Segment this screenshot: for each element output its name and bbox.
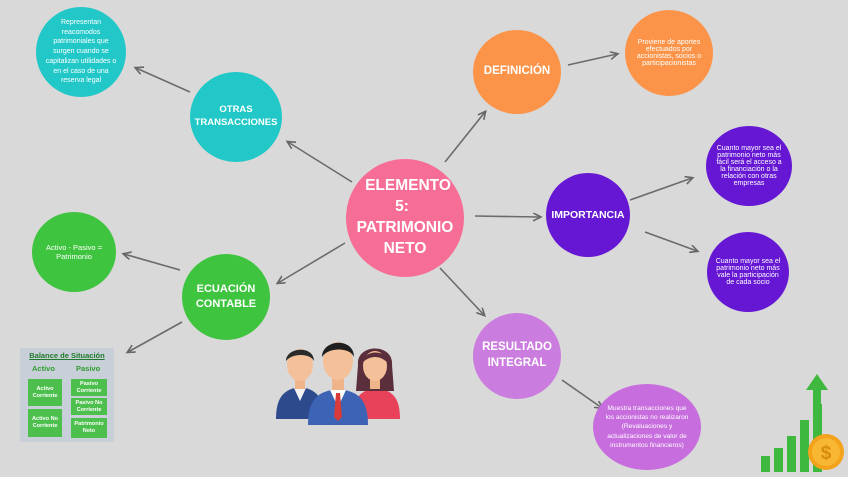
balance-title: Balance de Situación: [29, 351, 105, 360]
arrow-definicion-aportes: [567, 54, 617, 66]
cell-patrimonio-neto: Patrimonio Neto: [71, 418, 107, 438]
otras-transacciones-node: OTRAS TRANSACCIONES: [190, 72, 282, 162]
resultado-detail-text: Muestra transacciones que los accionista…: [605, 404, 689, 449]
center-line3: NETO: [383, 239, 427, 257]
resultado-line1: RESULTADO: [482, 341, 552, 354]
cell-pasivo-no-corriente: Pasivo No Corriente: [71, 398, 107, 415]
definicion-detail-text: Proviene de aportes efectuados por accio…: [636, 39, 702, 67]
ecuacion-line1: ECUACIÓN: [196, 283, 256, 296]
dollar-coin-icon: $: [808, 434, 844, 470]
importancia-detail1-node: Cuanto mayor sea el patrimonio neto más …: [706, 126, 792, 206]
definicion-detail-node: Proviene de aportes efectuados por accio…: [625, 10, 713, 96]
resultado-line2: INTEGRAL: [487, 357, 547, 369]
balance-activo-header: Activo: [32, 364, 55, 373]
cell-activo-corriente: Activo Corriente: [28, 379, 62, 406]
otras-line1: OTRAS: [219, 104, 253, 116]
balance-pasivo-header: Pasivo: [76, 364, 101, 373]
center-line1: ELEMENTO 5:: [365, 177, 451, 216]
arrow-importancia-imp2: [644, 231, 697, 251]
otras-detail-text: Representan reacomodos patrimoniales que…: [45, 18, 117, 85]
definicion-node: DEFINICIÓN: [473, 30, 561, 114]
balance-table: Balance de Situación Activo Pasivo Activ…: [20, 348, 114, 442]
center-line2: PATRIMONIO: [356, 219, 454, 236]
arrow-ecuacion-balance: [128, 321, 183, 352]
ecuacion-line2: CONTABLE: [195, 298, 257, 310]
definicion-title: DEFINICIÓN: [483, 65, 551, 78]
ecuacion-contable-node: ECUACIÓN CONTABLE: [182, 254, 270, 340]
arrow-center-resultado: [439, 267, 484, 315]
arrow-otras-reserva: [136, 68, 191, 93]
otras-detail-node: Representan reacomodos patrimoniales que…: [36, 7, 126, 97]
cell-pasivo-corriente: Pasivo Corriente: [71, 379, 107, 396]
ecuacion-detail-text: Activo - Pasivo = Patrimonio: [45, 243, 103, 261]
resultado-detail-node: Muestra transacciones que los accionista…: [593, 384, 701, 470]
importancia-detail1-text: Cuanto mayor sea el patrimonio neto más …: [716, 145, 782, 187]
arrow-ecuacion-formula: [124, 254, 181, 271]
otras-line2: TRANSACCIONES: [194, 117, 278, 128]
importancia-detail2-text: Cuanto mayor sea el patrimonio neto más …: [715, 258, 781, 286]
importancia-detail2-node: Cuanto mayor sea el patrimonio neto más …: [707, 232, 789, 312]
arrow-importancia-imp1: [629, 178, 692, 201]
ecuacion-detail-node: Activo - Pasivo = Patrimonio: [32, 212, 116, 292]
resultado-integral-node: RESULTADO INTEGRAL: [473, 313, 561, 399]
arrow-center-importancia: [474, 216, 540, 217]
arrow-center-ecuacion: [278, 242, 346, 283]
cell-activo-no-corriente: Activo No Corriente: [28, 409, 62, 437]
arrow-center-otras: [288, 142, 353, 183]
arrow-resultado-muestra: [561, 379, 602, 408]
importancia-title: IMPORTANCIA: [551, 208, 625, 221]
center-node: ELEMENTO 5: PATRIMONIO NETO: [346, 159, 464, 277]
importancia-node: IMPORTANCIA: [546, 173, 630, 257]
people-icon: [276, 342, 400, 425]
arrow-center-definicion: [444, 112, 485, 163]
svg-text:$: $: [821, 443, 832, 464]
growth-chart-icon: $: [761, 374, 844, 472]
